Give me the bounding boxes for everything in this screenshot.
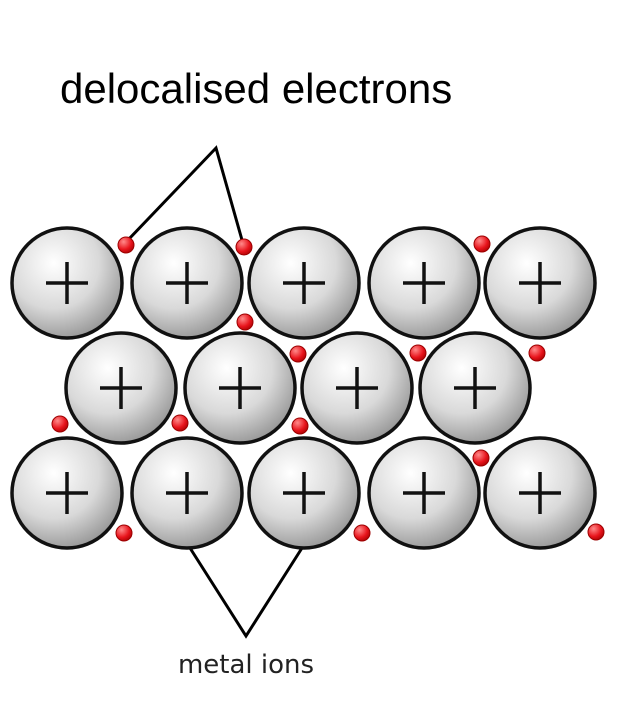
- metal-ion: [10, 436, 124, 550]
- plus-charge-icon: [519, 262, 561, 304]
- plus-charge-icon: [336, 367, 378, 409]
- electron-dot: [236, 313, 254, 331]
- plus-charge-icon: [283, 262, 325, 304]
- metal-ion: [367, 226, 481, 340]
- delocalised-electrons-label: delocalised electrons: [60, 65, 452, 112]
- metal-ion: [483, 226, 597, 340]
- plus-charge-icon: [46, 262, 88, 304]
- metal-ion: [130, 436, 244, 550]
- plus-charge-icon: [219, 367, 261, 409]
- electron-dot: [473, 235, 491, 253]
- electron-dot: [587, 523, 605, 541]
- metal-ion: [10, 226, 124, 340]
- metal-ion: [183, 331, 297, 445]
- plus-charge-icon: [454, 367, 496, 409]
- ions-pointer-line: [188, 547, 304, 639]
- electron-dot: [235, 238, 253, 256]
- metal-ion: [247, 226, 361, 340]
- plus-charge-icon: [46, 472, 88, 514]
- electron-dot: [117, 236, 135, 254]
- metal-ion: [483, 436, 597, 550]
- plus-charge-icon: [166, 262, 208, 304]
- metal-ion: [300, 331, 414, 445]
- electrons-pointer-line: [126, 145, 244, 242]
- plus-charge-icon: [100, 367, 142, 409]
- electron-dot: [472, 449, 490, 467]
- pointer-lines: [126, 145, 304, 639]
- electron-dot: [289, 345, 307, 363]
- electron-dot: [291, 417, 309, 435]
- electron-dot: [51, 415, 69, 433]
- metal-ion: [418, 331, 532, 445]
- plus-charge-icon: [283, 472, 325, 514]
- plus-charge-icon: [403, 472, 445, 514]
- electron-dot: [528, 344, 546, 362]
- plus-charge-icon: [403, 262, 445, 304]
- electron-dot: [171, 414, 189, 432]
- electron-dot: [353, 524, 371, 542]
- plus-charge-icon: [519, 472, 561, 514]
- plus-charge-icon: [166, 472, 208, 514]
- metal-ion-lattice: [10, 226, 597, 550]
- metal-ion: [247, 436, 361, 550]
- metal-ion: [367, 436, 481, 550]
- metal-ion: [64, 331, 178, 445]
- metal-ions-label: metal ions: [178, 650, 314, 680]
- metal-ion: [130, 226, 244, 340]
- electron-dot: [115, 524, 133, 542]
- electron-dot: [409, 344, 427, 362]
- electron-sea: [51, 235, 605, 542]
